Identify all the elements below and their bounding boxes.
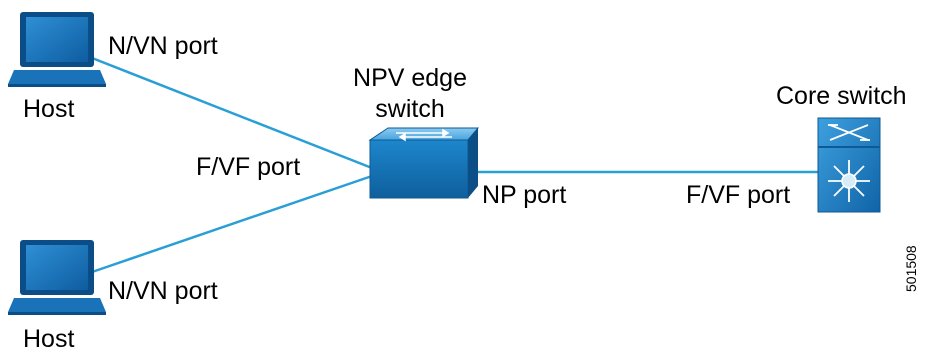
link-host-bottom-to-npv (91, 174, 373, 274)
figure-id: 501508 (903, 245, 919, 292)
npv-uplink-port-label: NP port (482, 181, 567, 209)
host-top-port-label: N/VN port (108, 32, 218, 60)
host-bottom-laptop-icon (8, 240, 106, 315)
host-bottom-label: Host (23, 325, 75, 353)
npv-switch-label-line2: switch (375, 95, 445, 123)
host-bottom-port-label: N/VN port (108, 277, 218, 305)
host-top-label: Host (23, 95, 75, 123)
core-switch-icon (817, 117, 881, 213)
npv-switch-label-line1: NPV edge (353, 64, 467, 92)
core-port-label: F/VF port (686, 181, 791, 209)
host-top-laptop-icon (8, 12, 106, 87)
links (91, 56, 820, 274)
link-host-top-to-npv (91, 56, 373, 170)
npv-host-side-port-label: F/VF port (196, 153, 301, 181)
npv-edge-switch-icon (368, 127, 480, 199)
core-switch-label: Core switch (776, 82, 907, 110)
